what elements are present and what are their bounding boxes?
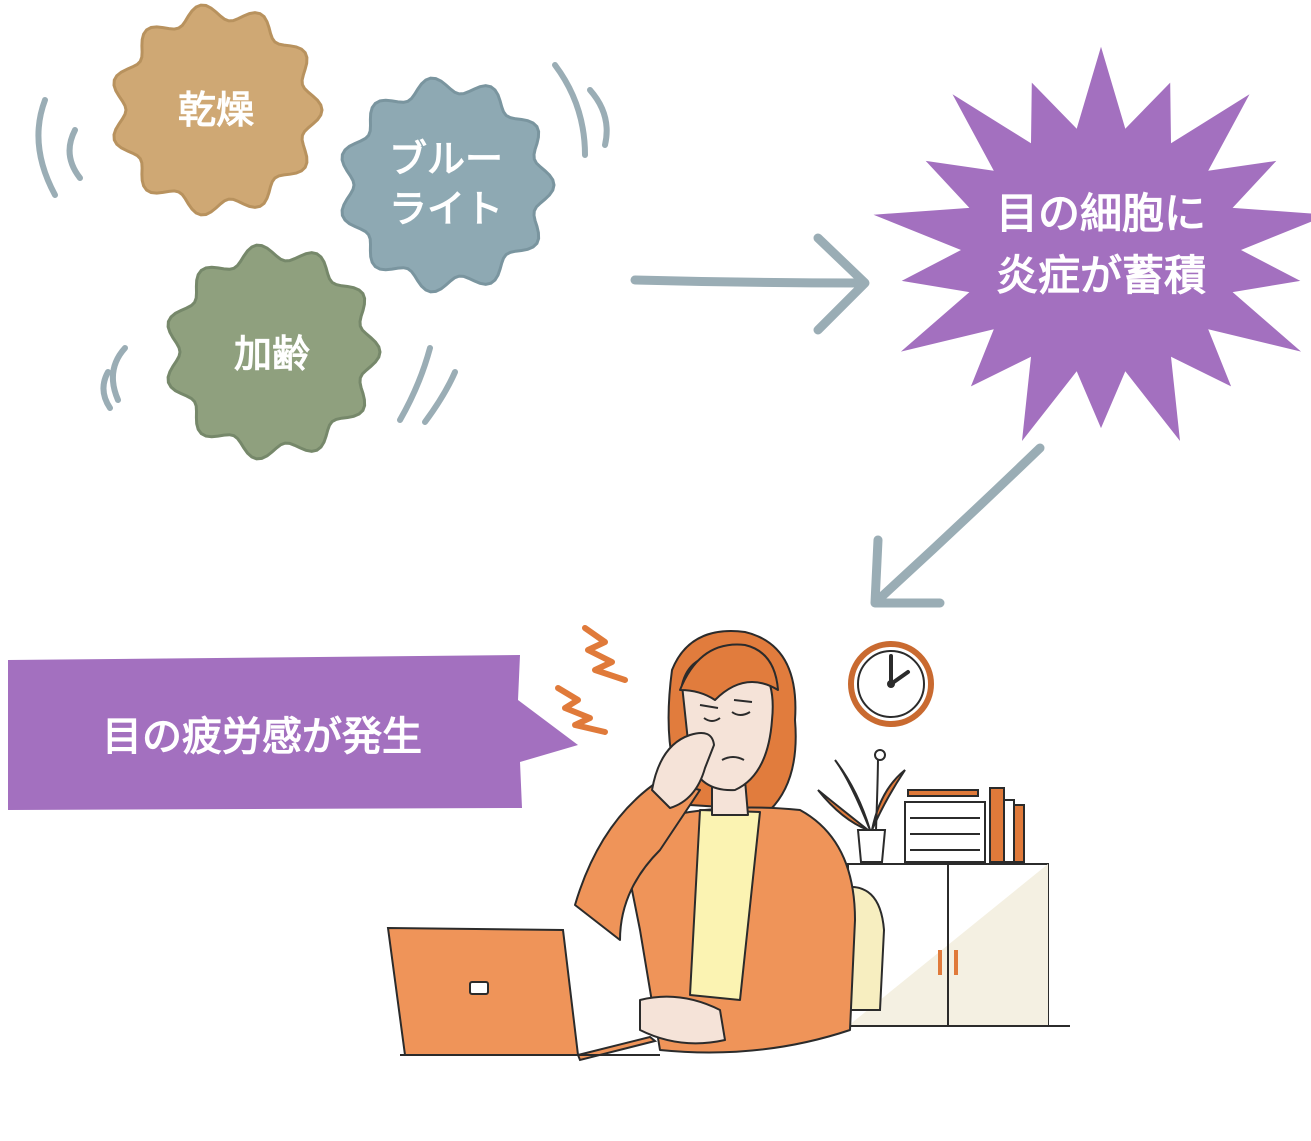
arrow-right-icon — [630, 233, 870, 335]
badge-shape-dryness — [112, 3, 324, 217]
cause-badge-blue-light: ブルー ライト — [340, 76, 556, 294]
badge-label-aging: 加齢 — [234, 332, 310, 376]
stress-marks — [555, 625, 628, 735]
badge-shape-blue-light — [340, 76, 556, 294]
laptop-icon — [386, 926, 660, 1062]
clock-icon — [848, 641, 934, 727]
arrow-down-left-icon — [870, 443, 1045, 608]
result-banner-shape — [8, 655, 578, 810]
result-label: 目の疲労感が発生 — [102, 714, 422, 760]
plant-icon — [817, 749, 906, 863]
burst-label-line2: 炎症が蓄積 — [996, 251, 1206, 300]
cause-badge-dryness: 乾燥 — [112, 3, 324, 217]
shelf-items — [904, 787, 1025, 863]
cause-badge-aging: 加齢 — [166, 243, 382, 461]
woman-illustration — [574, 630, 856, 1054]
vibration-marks — [35, 62, 610, 425]
badge-label-dryness: 乾燥 — [178, 88, 255, 132]
badge-label-blue-light-line1: ブルー — [389, 137, 503, 181]
inflammation-burst: 目の細胞に 炎症が蓄積 — [873, 46, 1311, 441]
badge-label-blue-light-line2: ライト — [389, 187, 503, 231]
result-banner: 目の疲労感が発生 — [8, 655, 578, 810]
burst-label-line1: 目の細胞に — [996, 189, 1206, 238]
burst-shape — [873, 46, 1311, 441]
badge-shape-aging — [166, 243, 382, 461]
